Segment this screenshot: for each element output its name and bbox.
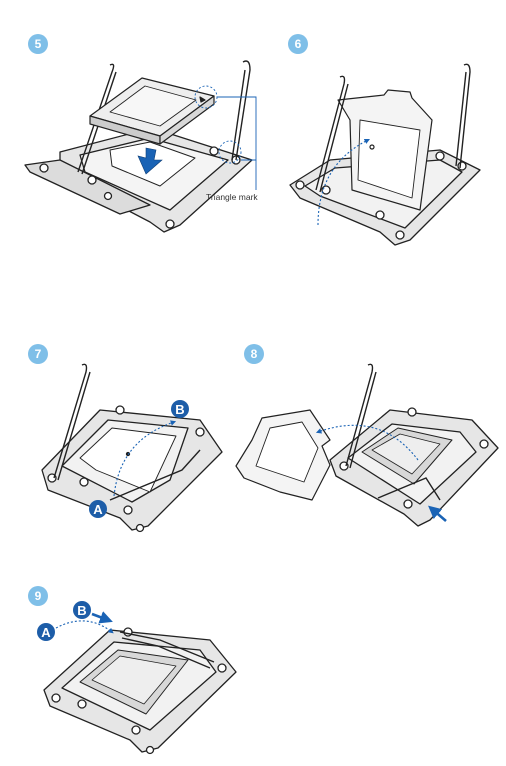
cpu-chip xyxy=(89,77,215,145)
socket-frame xyxy=(43,627,237,755)
push-arrow-icon xyxy=(91,611,113,624)
letter-badge-b xyxy=(171,400,189,418)
step-7-panel: 7 A B xyxy=(28,344,223,533)
curved-dotted-arrow xyxy=(113,420,177,497)
socket-levers xyxy=(345,363,441,501)
load-plate-closing xyxy=(235,409,331,501)
step-9-number: 9 xyxy=(35,589,42,603)
label-b: B xyxy=(77,603,86,618)
letter-badge-a xyxy=(89,500,107,518)
step-6-number: 6 xyxy=(295,37,302,51)
push-arrow-icon xyxy=(428,505,447,522)
step-5-badge xyxy=(28,34,48,54)
socket-levers xyxy=(77,60,251,175)
socket-frame xyxy=(329,407,499,527)
label-a: A xyxy=(93,502,103,517)
socket-levers xyxy=(315,63,471,193)
curved-dotted-arrow xyxy=(315,424,419,461)
step-6-badge xyxy=(288,34,308,54)
step-8-badge xyxy=(244,344,264,364)
step-6-panel: 6 xyxy=(288,34,481,246)
triangle-mark-label: Triangle mark xyxy=(206,192,258,202)
step-5-panel: 5 xyxy=(24,34,258,233)
step-8-panel: 8 xyxy=(235,344,499,527)
curved-dotted-arrow xyxy=(317,139,370,226)
label-a: A xyxy=(41,625,51,640)
step-5-number: 5 xyxy=(35,37,42,51)
socket-frame xyxy=(24,127,253,233)
socket-frame xyxy=(41,405,223,533)
triangle-mark-callouts xyxy=(194,85,257,190)
load-plate-open xyxy=(337,89,433,211)
step-7-badge xyxy=(28,344,48,364)
step-7-number: 7 xyxy=(35,347,42,361)
step-8-number: 8 xyxy=(251,347,258,361)
step-9-badge xyxy=(28,586,48,606)
socket-levers xyxy=(53,363,201,501)
letter-badge-b xyxy=(73,601,91,619)
label-b: B xyxy=(175,402,184,417)
letter-badge-a xyxy=(37,623,55,641)
down-arrow-icon xyxy=(137,147,163,175)
socket-levers xyxy=(119,631,215,669)
step-9-panel: 9 A B xyxy=(28,586,237,755)
curved-dotted-arrow xyxy=(55,620,114,634)
